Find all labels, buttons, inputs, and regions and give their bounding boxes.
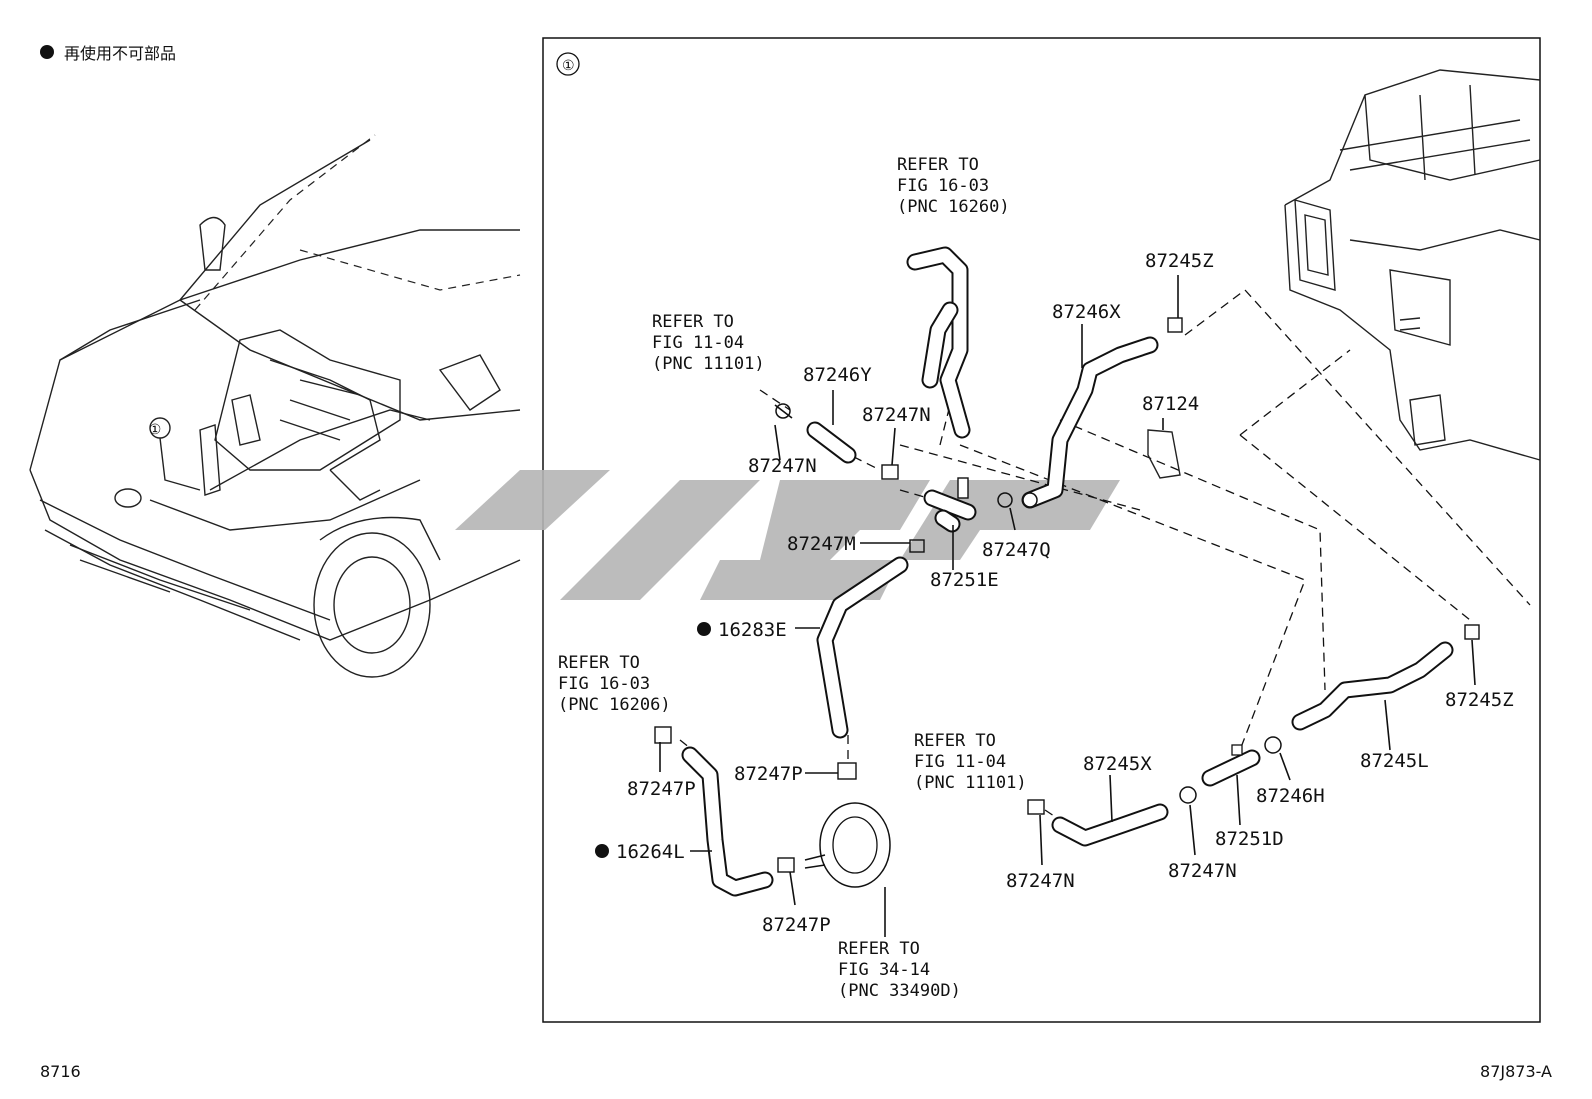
part-87247M: 87247M — [787, 533, 856, 555]
ref-note-33490D: REFER TO FIG 34-14 (PNC 33490D) — [838, 939, 961, 1001]
part-87246H: 87246H — [1256, 785, 1325, 807]
part-87247P-c: 87247P — [762, 914, 831, 936]
svg-text:(PNC 33490D): (PNC 33490D) — [838, 981, 961, 1001]
part-87247N-c: 87247N — [1006, 870, 1075, 892]
legend: 再使用不可部品 — [40, 40, 176, 64]
non-reusable-dot-icon — [40, 45, 54, 59]
bracket-87124 — [1147, 429, 1181, 479]
hose-87246X — [1021, 336, 1159, 509]
ref-note-11101-b: REFER TO FIG 11-04 (PNC 11101) — [914, 731, 1027, 793]
hose-87245L — [1167, 317, 1480, 731]
part-87247P-a: 87247P — [627, 778, 696, 800]
svg-text:(PNC 16260): (PNC 16260) — [897, 197, 1010, 217]
svg-text:(PNC 16206): (PNC 16206) — [558, 695, 671, 715]
upper-hose-16260 — [906, 246, 971, 439]
svg-text:REFER TO: REFER TO — [558, 653, 640, 673]
svg-text:REFER TO: REFER TO — [652, 312, 734, 332]
pipe-87246Y — [774, 403, 857, 464]
joint-87251E — [881, 464, 1038, 553]
svg-text:REFER TO: REFER TO — [838, 939, 920, 959]
part-87247N-a: 87247N — [748, 455, 817, 477]
hose-87245X — [1027, 786, 1197, 847]
part-87245L: 87245L — [1360, 750, 1429, 772]
figure-page-number: 8716 — [40, 1062, 81, 1081]
hose-16283E — [816, 556, 909, 739]
part-87251E: 87251E — [930, 569, 999, 591]
svg-text:FIG 16-03: FIG 16-03 — [897, 176, 989, 196]
legend-text: 再使用不可部品 — [64, 44, 177, 63]
part-16283E: 16283E — [718, 619, 787, 641]
part-87251D: 87251D — [1215, 828, 1284, 850]
joint-87251D — [1201, 736, 1282, 787]
ref-note-16206: REFER TO FIG 16-03 (PNC 16206) — [558, 653, 671, 715]
non-reusable-dot-icon — [595, 844, 609, 858]
leader-lines — [659, 275, 1476, 937]
part-87245Z-bottom: 87245Z — [1445, 689, 1514, 711]
part-87246Y: 87246Y — [803, 364, 872, 386]
part-87247Q: 87247Q — [982, 539, 1051, 561]
svg-text:(PNC 11101): (PNC 11101) — [652, 354, 765, 374]
svg-text:FIG 11-04: FIG 11-04 — [652, 333, 744, 353]
detail-callout-number: ① — [562, 58, 575, 74]
figure-id: 87J873-A — [1480, 1062, 1552, 1081]
ref-note-11101-a: REFER TO FIG 11-04 (PNC 11101) — [652, 312, 765, 374]
vehicle-callout-number: ① — [149, 422, 162, 438]
vehicle-illustration: ① — [29, 134, 521, 678]
svg-text:REFER TO: REFER TO — [914, 731, 996, 751]
part-87246X: 87246X — [1052, 301, 1121, 323]
svg-text:FIG 34-14: FIG 34-14 — [838, 960, 930, 980]
part-87245Z-top: 87245Z — [1145, 250, 1214, 272]
part-87124: 87124 — [1142, 393, 1199, 415]
svg-text:FIG 16-03: FIG 16-03 — [558, 674, 650, 694]
heater-unit-illustration — [1284, 69, 1541, 461]
svg-text:REFER TO: REFER TO — [897, 155, 979, 175]
part-87247N-d: 87247N — [1168, 860, 1237, 882]
part-87247P-b: 87247P — [734, 763, 803, 785]
part-87247N-b: 87247N — [862, 404, 931, 426]
water-pump-33490D — [777, 762, 891, 888]
svg-text:(PNC 11101): (PNC 11101) — [914, 773, 1027, 793]
part-16264L: 16264L — [616, 841, 685, 863]
svg-text:FIG 11-04: FIG 11-04 — [914, 752, 1006, 772]
part-87245X: 87245X — [1083, 753, 1152, 775]
non-reusable-dot-icon — [697, 622, 711, 636]
ref-note-16260: REFER TO FIG 16-03 (PNC 16260) — [897, 155, 1010, 217]
hose-16264L — [654, 726, 774, 897]
